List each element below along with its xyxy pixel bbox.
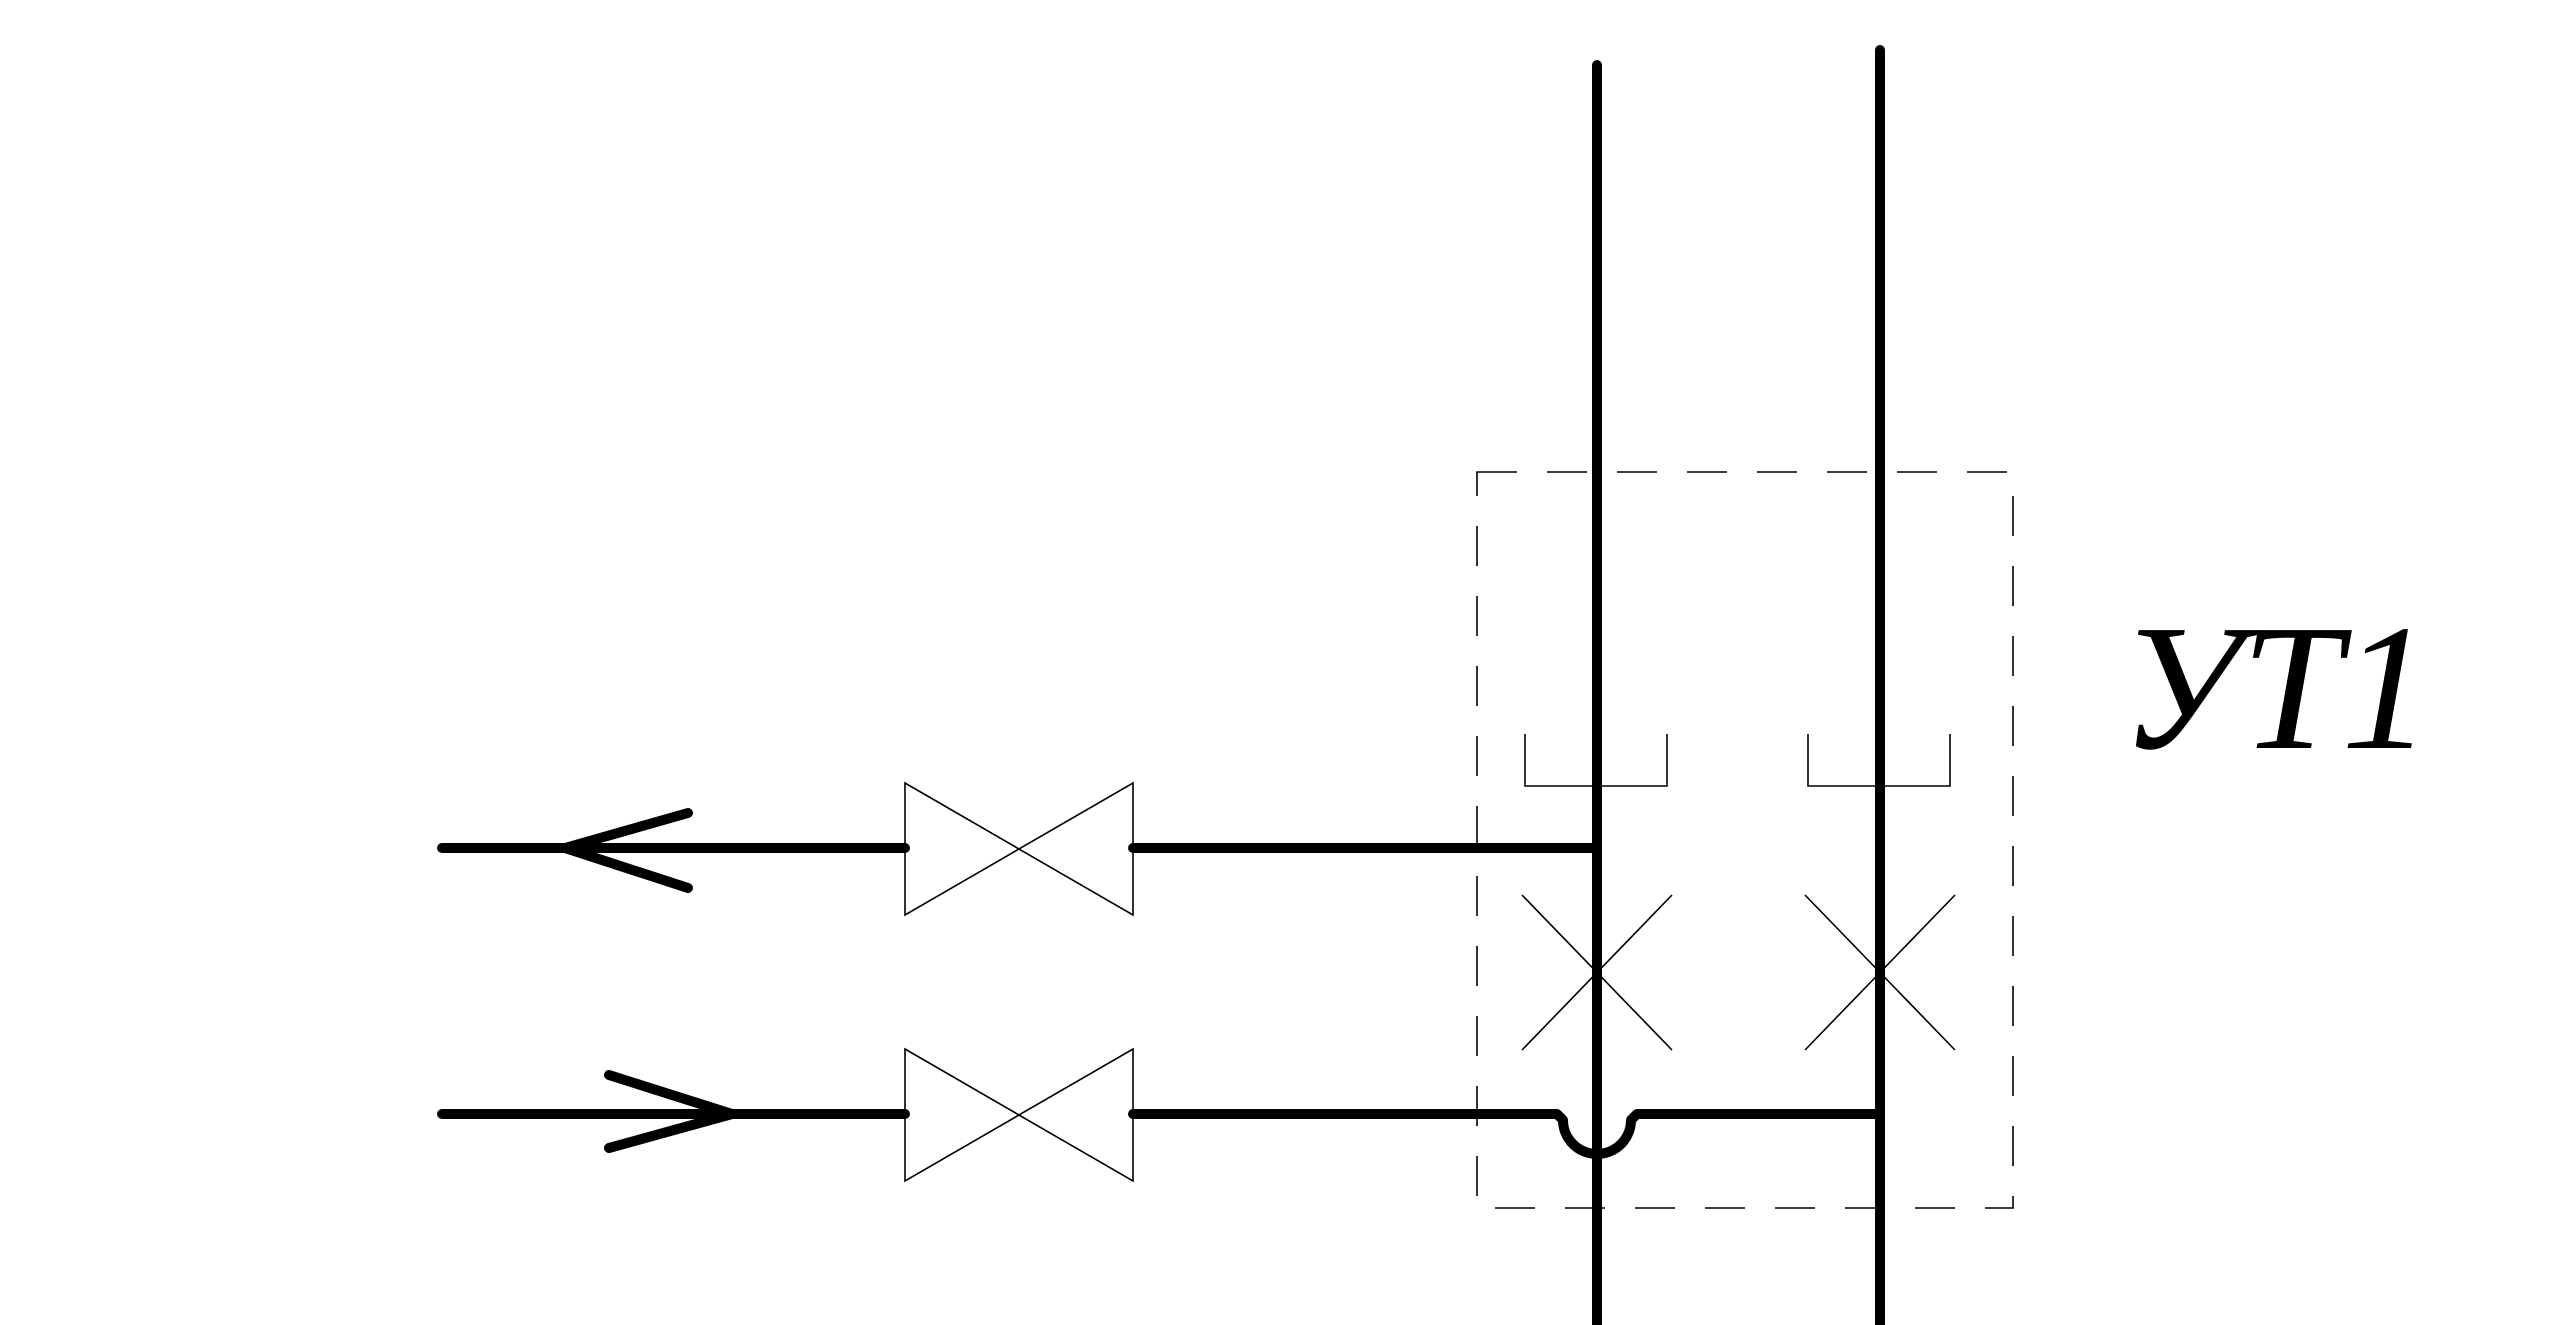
supply-pipe-inner — [1128, 1109, 1885, 1159]
cross-mark-right — [1804, 894, 1956, 1051]
fitting-right — [1807, 734, 1951, 787]
cross-mark-left — [1521, 894, 1673, 1051]
supply-arrow-icon — [604, 1070, 737, 1153]
unit-label: УТ1 — [2120, 588, 2431, 787]
fitting-left — [1524, 734, 1668, 787]
valve-return-icon — [904, 781, 1134, 917]
return-arrow-icon — [560, 808, 693, 893]
unit-boundary — [1476, 471, 2014, 1209]
valve-supply-icon — [904, 1047, 1134, 1183]
